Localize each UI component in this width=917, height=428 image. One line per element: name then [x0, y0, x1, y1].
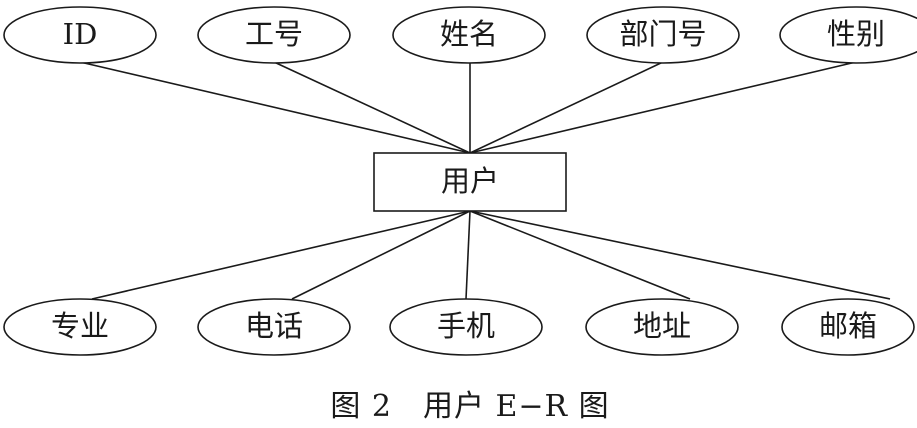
attribute-name-label: 姓名 [440, 17, 498, 51]
attribute-employee-no-label: 工号 [245, 17, 303, 51]
attribute-department-no-label: 部门号 [619, 17, 706, 51]
edge-phone [291, 210, 471, 300]
attribute-employee-no: 工号 [197, 6, 351, 64]
edge-address [469, 210, 691, 300]
edge-id [79, 61, 471, 154]
attribute-gender: 性别 [779, 6, 917, 64]
edge-gender [469, 61, 857, 154]
edge-email [469, 210, 891, 300]
attribute-phone-label: 电话 [245, 309, 303, 343]
attribute-id: ID [3, 6, 157, 64]
entity-user-label: 用户 [441, 164, 499, 198]
attribute-email-label: 邮箱 [819, 309, 877, 343]
attribute-email: 邮箱 [781, 298, 915, 356]
attribute-major-label: 专业 [51, 309, 109, 343]
edges-top [79, 61, 857, 154]
edge-major [91, 210, 471, 300]
attribute-id-label: ID [63, 17, 98, 51]
attribute-address-label: 地址 [633, 309, 691, 343]
edge-employee-no [273, 61, 471, 154]
attribute-department-no: 部门号 [586, 6, 740, 64]
attribute-address: 地址 [585, 298, 739, 356]
attribute-phone: 电话 [197, 298, 351, 356]
attribute-major: 专业 [3, 298, 157, 356]
edges-bottom [91, 210, 891, 300]
attribute-gender-label: 性别 [827, 17, 885, 51]
attribute-name: 姓名 [392, 6, 546, 64]
figure-caption: 图 2 用户 E−R 图 [330, 389, 609, 424]
edge-mobile [465, 210, 471, 300]
attribute-mobile-label: 手机 [437, 309, 495, 343]
attribute-mobile: 手机 [389, 298, 543, 356]
entity-user: 用户 [373, 152, 567, 212]
edge-department-no [469, 61, 664, 154]
